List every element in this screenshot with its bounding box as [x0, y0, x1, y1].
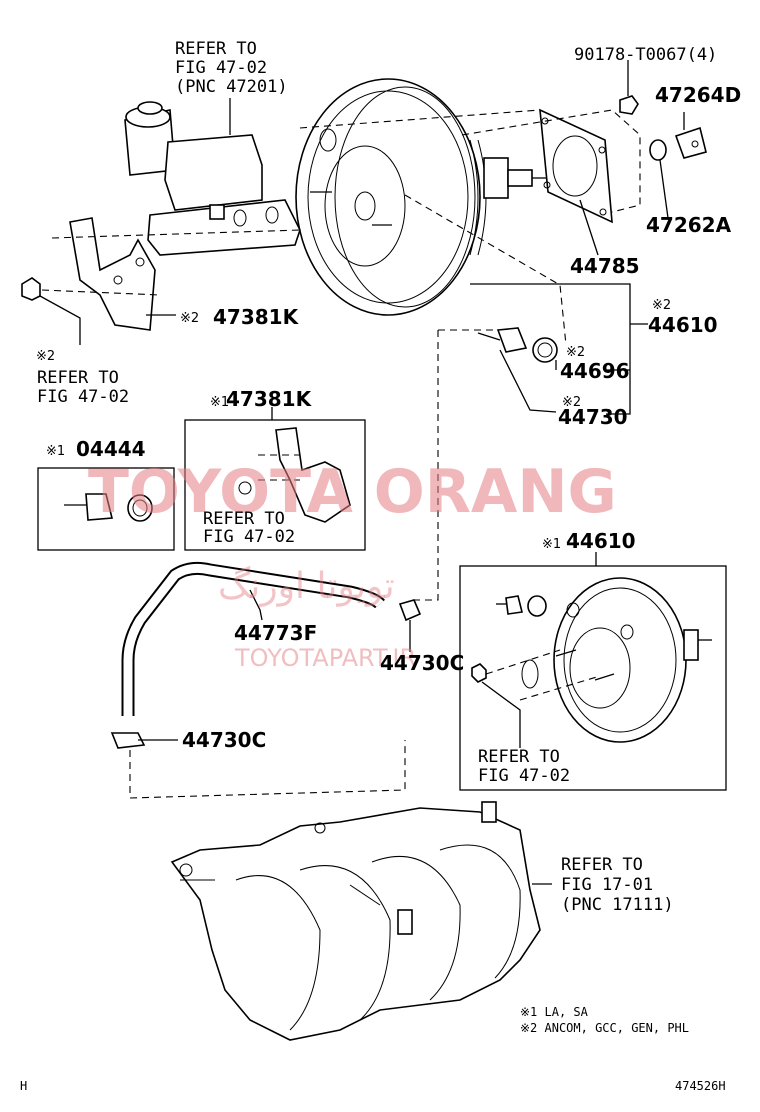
mark-44610-inset: ※1: [542, 537, 561, 552]
refer-inset-bracket-line1: REFER TO: [203, 509, 285, 529]
footer-left: H: [20, 1079, 27, 1093]
gasket-44785: [539, 108, 613, 224]
refer-manifold-line2: FIG 17-01: [561, 875, 653, 895]
refer-master-line2: FIG 47-02: [175, 58, 267, 78]
valve-04444: [64, 493, 153, 522]
mark-47381K: ※2: [180, 311, 199, 326]
clamp-44730C-upper: [398, 599, 422, 652]
inset-box-04444: [37, 467, 175, 551]
part-44773F: 44773F: [234, 621, 317, 645]
nut-47262A: [649, 139, 667, 161]
note-1: ※1 LA, SA: [520, 1005, 589, 1019]
note-2: ※2 ANCOM, GCC, GEN, PHL: [520, 1021, 689, 1035]
vacuum-hose-44773F: [121, 561, 385, 716]
part-44730C-upper: 44730C: [380, 651, 464, 675]
part-47381K: 47381K: [213, 305, 300, 329]
part-04444: 04444: [76, 437, 146, 461]
refer-inset-booster-line2: FIG 47-02: [478, 766, 570, 786]
refer-bracket-line1: REFER TO: [37, 368, 119, 388]
part-44696: 44696: [560, 359, 630, 383]
bolt-left: [21, 277, 41, 301]
bracket-inset: [238, 427, 351, 523]
bracket-47381K: [69, 217, 156, 331]
footer-right: 474526H: [675, 1079, 726, 1093]
inset-box-47381K: [184, 419, 366, 551]
watermark-url: TOYOTAPART.IR: [234, 644, 416, 672]
refer-master-line3: (PNC 47201): [175, 77, 288, 97]
part-47381K-inset: 47381K: [226, 387, 313, 411]
mark-04444: ※1: [46, 444, 65, 459]
refer-inset-bracket-line2: FIG 47-02: [203, 527, 295, 547]
clamp-44730C-lower: [110, 732, 178, 749]
part-47264D: 47264D: [655, 83, 741, 107]
mark-44696: ※2: [566, 345, 585, 360]
brake-booster: [295, 78, 546, 316]
refer-master-line1: REFER TO: [175, 39, 257, 59]
intake-manifold: [170, 801, 541, 1041]
part-90178: 90178-T0067(4): [574, 45, 717, 65]
part-44610-inset: 44610: [566, 529, 636, 553]
mark-44610: ※2: [652, 298, 671, 313]
refer-inset-booster-line1: REFER TO: [478, 747, 560, 767]
master-cylinder: [124, 101, 301, 256]
watermark-main: TOYOTA ORANG: [88, 457, 617, 527]
refer-bracket-line2: FIG 47-02: [37, 387, 129, 407]
mark-47381K-inset: ※1: [210, 395, 229, 410]
nut-90178: [619, 95, 639, 115]
mark-44730: ※2: [562, 395, 581, 410]
part-47262A: 47262A: [646, 213, 732, 237]
clevis-47264D: [674, 126, 707, 159]
watermark-persian: تویوتا اورنگ: [218, 565, 395, 607]
refer-manifold-line1: REFER TO: [561, 855, 643, 875]
inset-box-44610: [459, 565, 727, 791]
refer-manifold-line3: (PNC 17111): [561, 895, 674, 915]
booster-inset: [471, 577, 712, 743]
mark-refer: ※2: [36, 349, 55, 364]
part-44610: 44610: [648, 313, 718, 337]
part-44730: 44730: [558, 405, 628, 429]
part-44785: 44785: [570, 254, 640, 278]
part-44730C-lower: 44730C: [182, 728, 266, 752]
check-valve-44730: [477, 327, 558, 363]
